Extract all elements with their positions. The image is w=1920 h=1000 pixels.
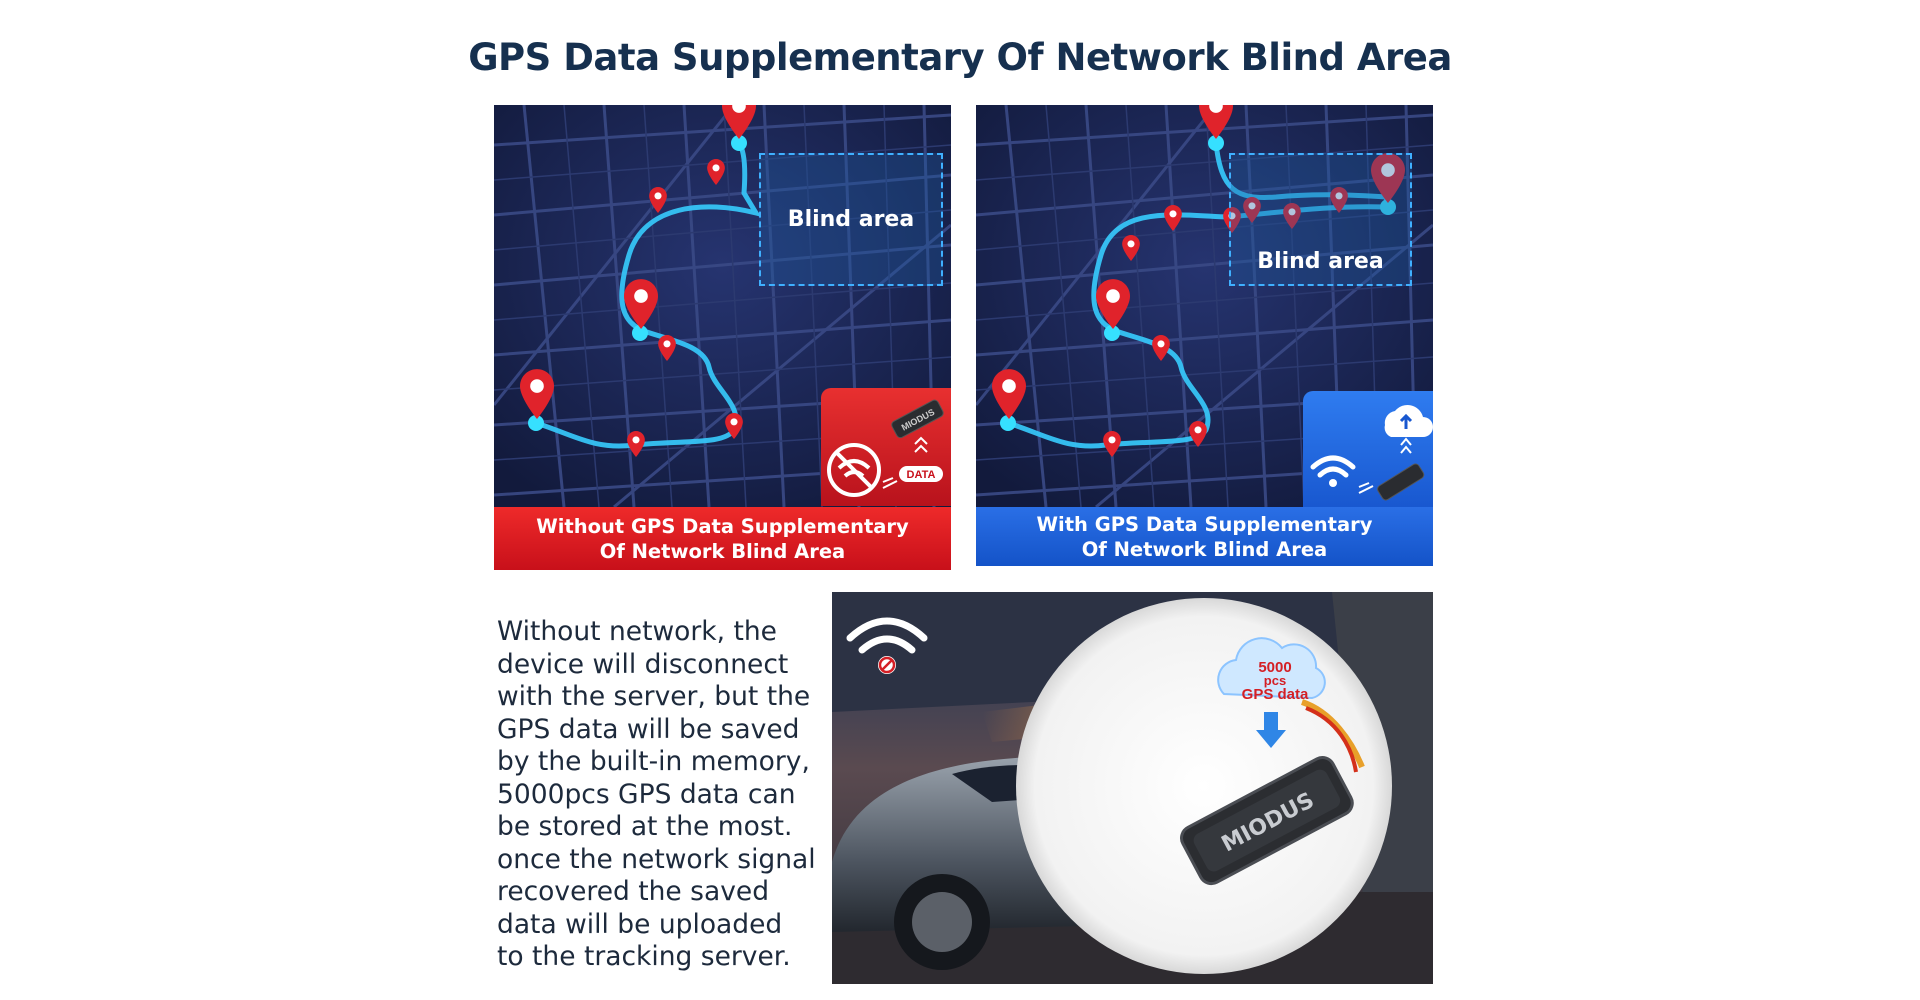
cloud-line-3: GPS data bbox=[1242, 686, 1309, 703]
arrow-down-icon bbox=[1256, 712, 1286, 748]
cloud-line-1: 5000 bbox=[1258, 659, 1291, 676]
caption-line-2: Of Network Blind Area bbox=[1081, 537, 1328, 561]
gps-tracker-icon bbox=[1377, 463, 1425, 501]
cloud-line-2: pcs bbox=[1264, 673, 1286, 688]
description-line: data will be uploaded bbox=[497, 908, 783, 940]
gps-tracker-icon: MIODUS bbox=[891, 399, 944, 439]
blind-area-box: Blind area bbox=[759, 153, 943, 286]
blind-area-box: Blind area bbox=[1229, 153, 1412, 286]
online-status-badge bbox=[1303, 391, 1433, 509]
with-supplement-panel: Blind area With GPS Data Supplementary O… bbox=[976, 105, 1433, 566]
description-line: device will disconnect bbox=[497, 648, 789, 680]
caption-with: With GPS Data Supplementary Of Network B… bbox=[976, 507, 1433, 566]
no-wifi-icon: DATA MIODUS bbox=[827, 399, 944, 497]
description-line: with the server, but the bbox=[497, 681, 811, 712]
caption-line-1: With GPS Data Supplementary bbox=[1036, 512, 1373, 536]
caption-line-1: Without GPS Data Supplementary bbox=[536, 514, 909, 538]
street-map-left bbox=[494, 105, 951, 507]
offline-status-badge: DATA MIODUS bbox=[821, 388, 951, 506]
without-supplement-panel: Blind area DATA MIODUS Without GPS Data … bbox=[494, 105, 951, 570]
description-line: Without network, the bbox=[497, 616, 777, 647]
street-map-right bbox=[976, 105, 1433, 507]
wifi-off-icon bbox=[846, 617, 928, 674]
data-badge: DATA bbox=[907, 469, 936, 481]
description-line: once the network signal bbox=[497, 843, 816, 875]
caption-without: Without GPS Data Supplementary Of Networ… bbox=[494, 507, 951, 570]
description-line: be stored at the most. bbox=[497, 811, 793, 842]
page-title: GPS Data Supplementary Of Network Blind … bbox=[468, 36, 1452, 79]
car-tunnel-photo: MIODUS 5000 pcs GPS data bbox=[832, 592, 1433, 984]
description-line: recovered the saved bbox=[497, 876, 770, 907]
car-image: MIODUS 5000 pcs GPS data bbox=[832, 592, 1433, 984]
signal-arrows-icon bbox=[882, 477, 898, 489]
description-line: 5000pcs GPS data can bbox=[497, 778, 796, 810]
caption-line-2: Of Network Blind Area bbox=[599, 539, 846, 563]
description-text: Without network, the device will disconn… bbox=[497, 616, 827, 974]
cloud-icon: 5000 pcs GPS data bbox=[1217, 637, 1326, 703]
description-line: by the built-in memory, bbox=[497, 746, 810, 777]
description-line: GPS data will be saved bbox=[497, 713, 800, 745]
wifi-icon bbox=[1310, 455, 1356, 487]
cloud-upload-icon bbox=[1310, 404, 1433, 501]
description-line: to the tracking server. bbox=[497, 941, 791, 972]
